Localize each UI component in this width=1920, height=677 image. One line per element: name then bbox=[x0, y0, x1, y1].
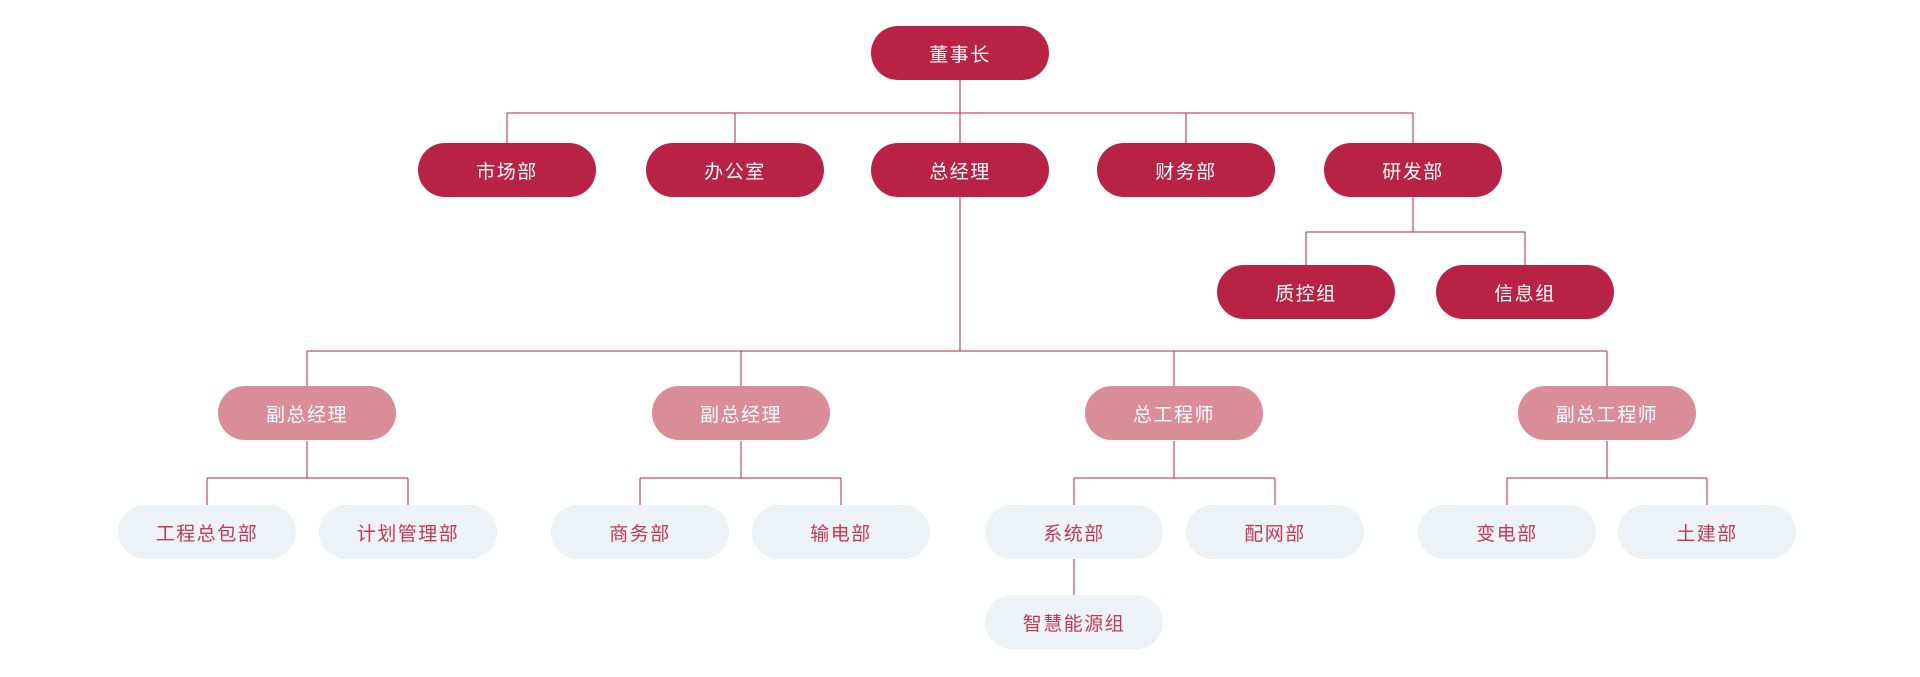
org-node-system-dept: 系统部 bbox=[985, 505, 1163, 559]
org-node-office: 办公室 bbox=[646, 143, 824, 197]
org-node-information-group: 信息组 bbox=[1436, 265, 1614, 319]
org-node-marketing-dept: 市场部 bbox=[418, 143, 596, 197]
org-node-planning-dept: 计划管理部 bbox=[319, 505, 497, 559]
org-node-commerce-dept: 商务部 bbox=[551, 505, 729, 559]
org-node-transmission-dept: 输电部 bbox=[752, 505, 930, 559]
org-node-chairman: 董事长 bbox=[871, 26, 1049, 80]
org-node-epc-dept: 工程总包部 bbox=[118, 505, 296, 559]
org-node-distribution-dept: 配网部 bbox=[1186, 505, 1364, 559]
org-node-quality-control-group: 质控组 bbox=[1217, 265, 1395, 319]
org-node-deputy-gm-1: 副总经理 bbox=[218, 386, 396, 440]
org-node-rnd-dept: 研发部 bbox=[1324, 143, 1502, 197]
org-node-finance-dept: 财务部 bbox=[1097, 143, 1275, 197]
org-node-general-manager: 总经理 bbox=[871, 143, 1049, 197]
org-node-deputy-gm-2: 副总经理 bbox=[652, 386, 830, 440]
org-node-smart-energy-group: 智慧能源组 bbox=[985, 595, 1163, 649]
org-node-substation-dept: 变电部 bbox=[1418, 505, 1596, 559]
org-node-civil-dept: 土建部 bbox=[1618, 505, 1796, 559]
org-node-deputy-chief-engineer: 副总工程师 bbox=[1518, 386, 1696, 440]
org-node-chief-engineer: 总工程师 bbox=[1085, 386, 1263, 440]
